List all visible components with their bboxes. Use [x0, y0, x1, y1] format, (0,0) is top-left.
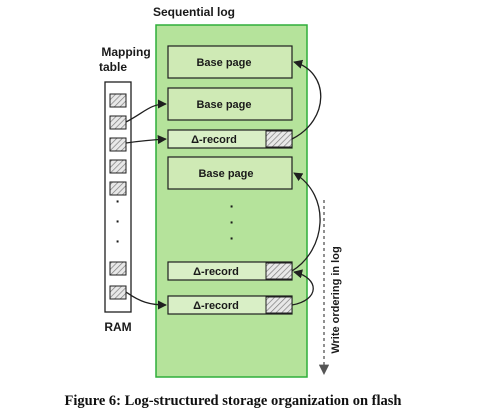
delta-record-label: Δ-record [193, 266, 239, 278]
base-page-label: Base page [196, 99, 251, 111]
delta-record-pointer [265, 262, 293, 280]
mapping-entry [109, 93, 127, 108]
sequential-log-title: Sequential log [153, 5, 235, 19]
base-page [167, 45, 293, 79]
base-page [167, 87, 293, 121]
base-page [167, 156, 293, 190]
delta-chain-arrow [291, 59, 322, 140]
mapping-entry [109, 137, 127, 152]
delta-chain-arrow [291, 172, 321, 272]
delta-record-pointer [265, 296, 293, 314]
mapping-pointer-arrow [125, 99, 167, 123]
mapping-table-label: Mapping [101, 45, 150, 59]
mapping-ellipsis-dot: · [116, 193, 121, 209]
log-ellipsis-dot: · [230, 214, 235, 230]
mapping-ellipsis-dot: · [116, 213, 121, 229]
mapping-entry [109, 285, 127, 300]
mapping-entry [109, 181, 127, 196]
mapping-pointer-arrow [125, 291, 167, 310]
mapping-entry [109, 159, 127, 174]
mapping-pointer-arrow [125, 134, 167, 145]
base-page-label: Base page [196, 57, 251, 69]
delta-record-label: Δ-record [191, 134, 237, 146]
base-page-label: Base page [198, 168, 253, 180]
delta-record-label: Δ-record [193, 300, 239, 312]
mapping-ellipsis-dot: · [116, 233, 121, 249]
delta-record-pointer [265, 130, 293, 148]
mapping-entry [109, 115, 127, 130]
write-ordering-label: Write ordering in log [330, 246, 342, 353]
mapping-table-label-line2: table [99, 60, 127, 74]
log-ellipsis-dot: · [230, 230, 235, 246]
figure-caption: Figure 6: Log-structured storage organiz… [65, 393, 402, 409]
sequential-log-container [155, 24, 308, 378]
mapping-entry [109, 261, 127, 276]
ram-label: RAM [104, 320, 131, 334]
log-ellipsis-dot: · [230, 198, 235, 214]
delta-chain-arrow [291, 269, 314, 306]
